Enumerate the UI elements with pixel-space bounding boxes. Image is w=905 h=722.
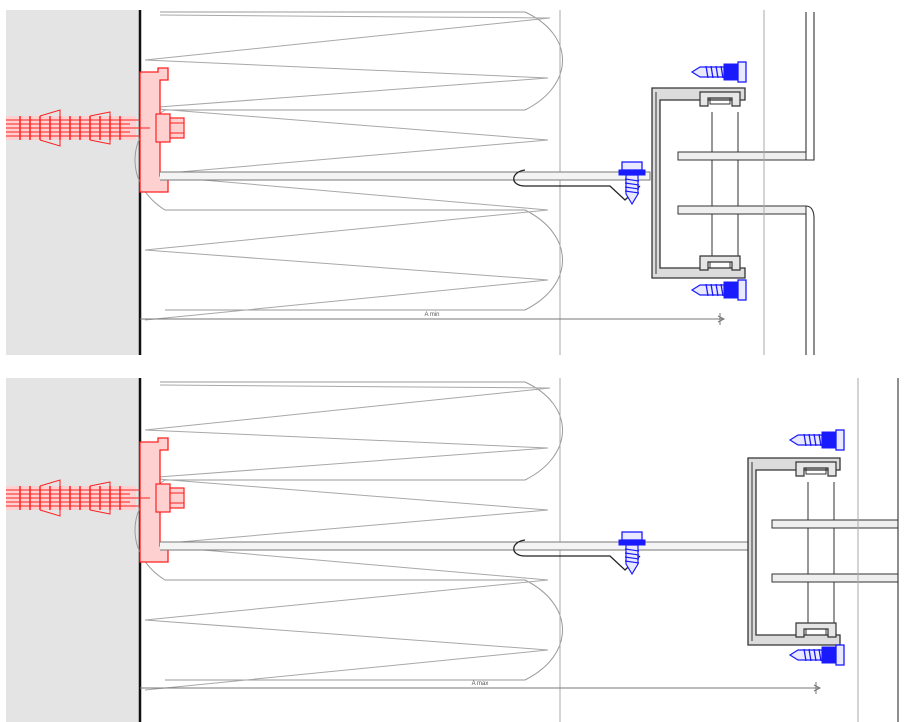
bracket-arm-hook [513,169,641,201]
dimension-arrow [813,682,822,694]
bracket-arm [160,171,651,181]
horizontal-screw-bottom-icon [789,644,845,666]
concrete-wall [6,378,140,722]
cladding-joint-top [677,151,807,161]
clip-bottom [795,622,837,638]
panel-bottom: A max [5,378,899,722]
dimension-label-a-min: A min [424,312,439,318]
horizontal-screw-top-icon [691,61,747,83]
horizontal-screw-bottom-icon [691,279,747,301]
horizontal-screw-top-icon [789,429,845,451]
rail-tube [711,112,739,256]
cladding-joint-bottom [771,573,899,583]
rail-tube [807,482,835,623]
insulation [134,11,563,321]
concrete-wall [6,10,140,355]
clip-bottom [699,255,741,271]
cladding-joint-top [771,519,899,529]
bracket-arm [160,541,751,551]
dimension-label-a-max: A max [472,681,489,687]
panel-top: A min [5,10,815,355]
cladding-joint-bottom [677,205,807,215]
insulation [134,381,563,691]
support-rail-icon [747,457,841,646]
support-rail-icon [651,87,746,279]
bracket-arm-hook [513,539,641,571]
dimension-arrow [717,313,726,325]
